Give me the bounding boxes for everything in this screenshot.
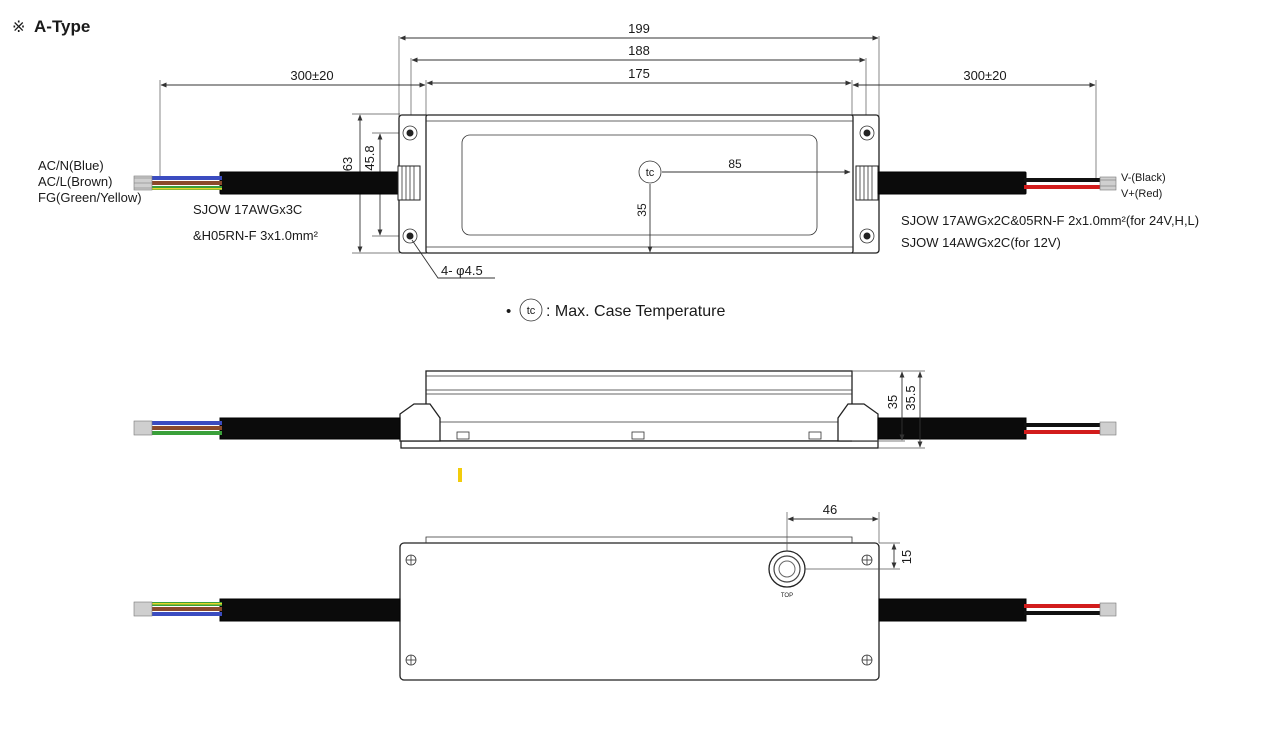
bottom-view: TOP 46 15 [133,502,1117,681]
wire-label-ac-l: AC/L(Brown) [38,174,112,189]
left-cable-spec-1: SJOW 17AWGx3C [193,202,302,217]
tc-circle-icon [519,298,543,322]
side-base-plate [400,440,879,449]
right-cable-spec-2: SJOW 14AWGx2C(for 12V) [901,235,1061,250]
side-case-body [425,370,853,442]
dim-height-outer-label: 63 [340,157,355,171]
legend-tc-mark: tc [527,305,536,317]
cable-gland-icon [399,403,441,442]
left-wires [133,175,222,191]
wire-label-v-plus: V+(Red) [1121,188,1162,200]
highlight-mark [458,468,462,482]
label-area [461,134,818,236]
dim-lead-right-label: 300±20 [963,68,1006,83]
hole-note: 4- φ4.5 [441,263,483,278]
top-view: 199 188 175 300±20 300±20 63 45.8 [38,21,1199,279]
dim-tc-x-label: 85 [728,157,742,171]
wire-label-ac-n: AC/N(Blue) [38,158,104,173]
vent-label: TOP [781,593,793,599]
side-right-wires [1024,421,1117,436]
side-view: 35 35.5 [133,370,1117,482]
side-right-cable [877,417,1027,440]
reference-mark: ※ [12,19,25,36]
dim-vent-y-label: 15 [899,550,914,564]
dim-side-height-total-label: 35.5 [903,385,918,410]
side-left-wires [133,420,222,436]
bottom-right-wires [1024,602,1117,617]
dim-vent-x-label: 46 [823,502,837,517]
bottom-left-wires [133,601,222,617]
bottom-left-cable [219,598,401,622]
right-cable-spec-1: SJOW 17AWGx2C&05RN-F 2x1.0mm²(for 24V,H,… [901,213,1199,228]
left-cable-spec-2: &H05RN-F 3x1.0mm² [193,228,319,243]
legend-bullet: • [506,303,511,320]
dim-side-height-label: 35 [885,395,900,409]
wire-label-fg: FG(Green/Yellow) [38,190,142,205]
dim-mount-label: 188 [628,43,650,58]
dim-body-label: 175 [628,66,650,81]
cable-gland-icon [837,403,879,442]
dim-overall-label: 199 [628,21,650,36]
left-cable [219,171,400,195]
bottom-case-body [399,542,880,681]
section-title: A-Type [34,17,90,36]
right-wires [1024,176,1117,191]
wire-label-v-minus: V-(Black) [1121,172,1166,184]
dim-lead-left-label: 300±20 [290,68,333,83]
legend-text: : Max. Case Temperature [546,303,725,320]
cable-gland-icon [397,165,879,201]
dim-height-mount-label: 45.8 [362,145,377,170]
case-body [425,114,854,254]
tc-circle-icon [638,160,662,184]
hole-note-leader [411,239,495,279]
bottom-right-cable [878,598,1027,622]
legend: • tc : Max. Case Temperature [506,298,725,322]
tc-mark: tc [646,167,655,179]
dim-tc-y-label: 35 [635,203,649,217]
right-cable [877,171,1027,195]
side-left-cable [219,417,401,440]
mounting-hole-icon [402,125,875,244]
section-header: ※ A-Type [12,17,90,36]
vent-valve-icon [768,550,806,588]
screw-icon [405,554,873,666]
